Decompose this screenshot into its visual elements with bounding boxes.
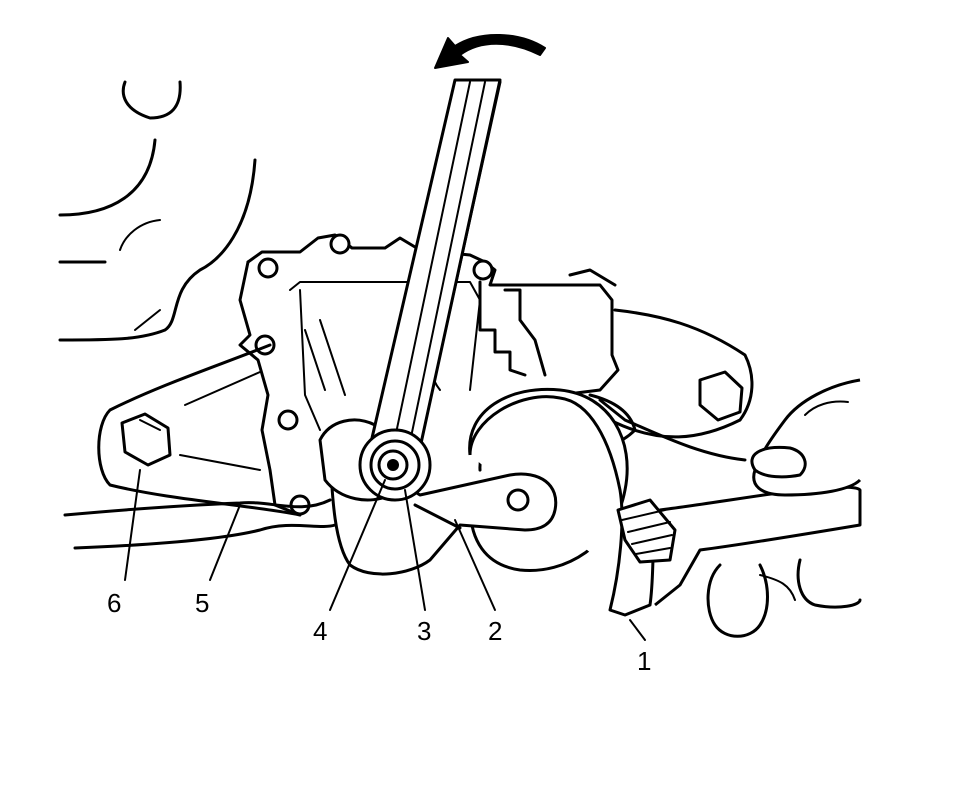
leader-4: [329, 479, 386, 611]
housing-bolt-2: [329, 233, 351, 255]
engine-block-contours: [58, 80, 257, 342]
hand: [706, 378, 862, 638]
wrench-worm-gear: [616, 498, 677, 564]
adjustable-wrench: [468, 395, 862, 617]
callout-leaders: [124, 469, 646, 641]
leader-1: [629, 619, 646, 641]
socket-wrench: [358, 78, 502, 502]
pump-housing: [238, 233, 620, 517]
drive-belt: [63, 498, 337, 550]
callout-2: 2: [488, 616, 502, 646]
curved-arrow-icon: [434, 34, 546, 69]
callout-6: 6: [107, 588, 121, 618]
tensioner-arm-pivot: [506, 488, 530, 512]
leader-6: [124, 469, 141, 581]
leader-3: [404, 489, 426, 611]
bolt-6: [120, 412, 172, 467]
housing-bolt-3: [472, 259, 494, 281]
callout-4: 4: [313, 616, 327, 646]
callout-5: 5: [195, 588, 209, 618]
callout-3: 3: [417, 616, 431, 646]
leader-2: [454, 519, 496, 611]
leader-5: [209, 504, 241, 581]
callout-1: 1: [637, 646, 651, 676]
right-housing-bolt: [698, 370, 744, 422]
housing-bolt-1: [257, 257, 279, 279]
housing-bolt-5: [277, 409, 299, 431]
socket-center: [387, 459, 399, 471]
stepped-bracket: [478, 268, 617, 377]
